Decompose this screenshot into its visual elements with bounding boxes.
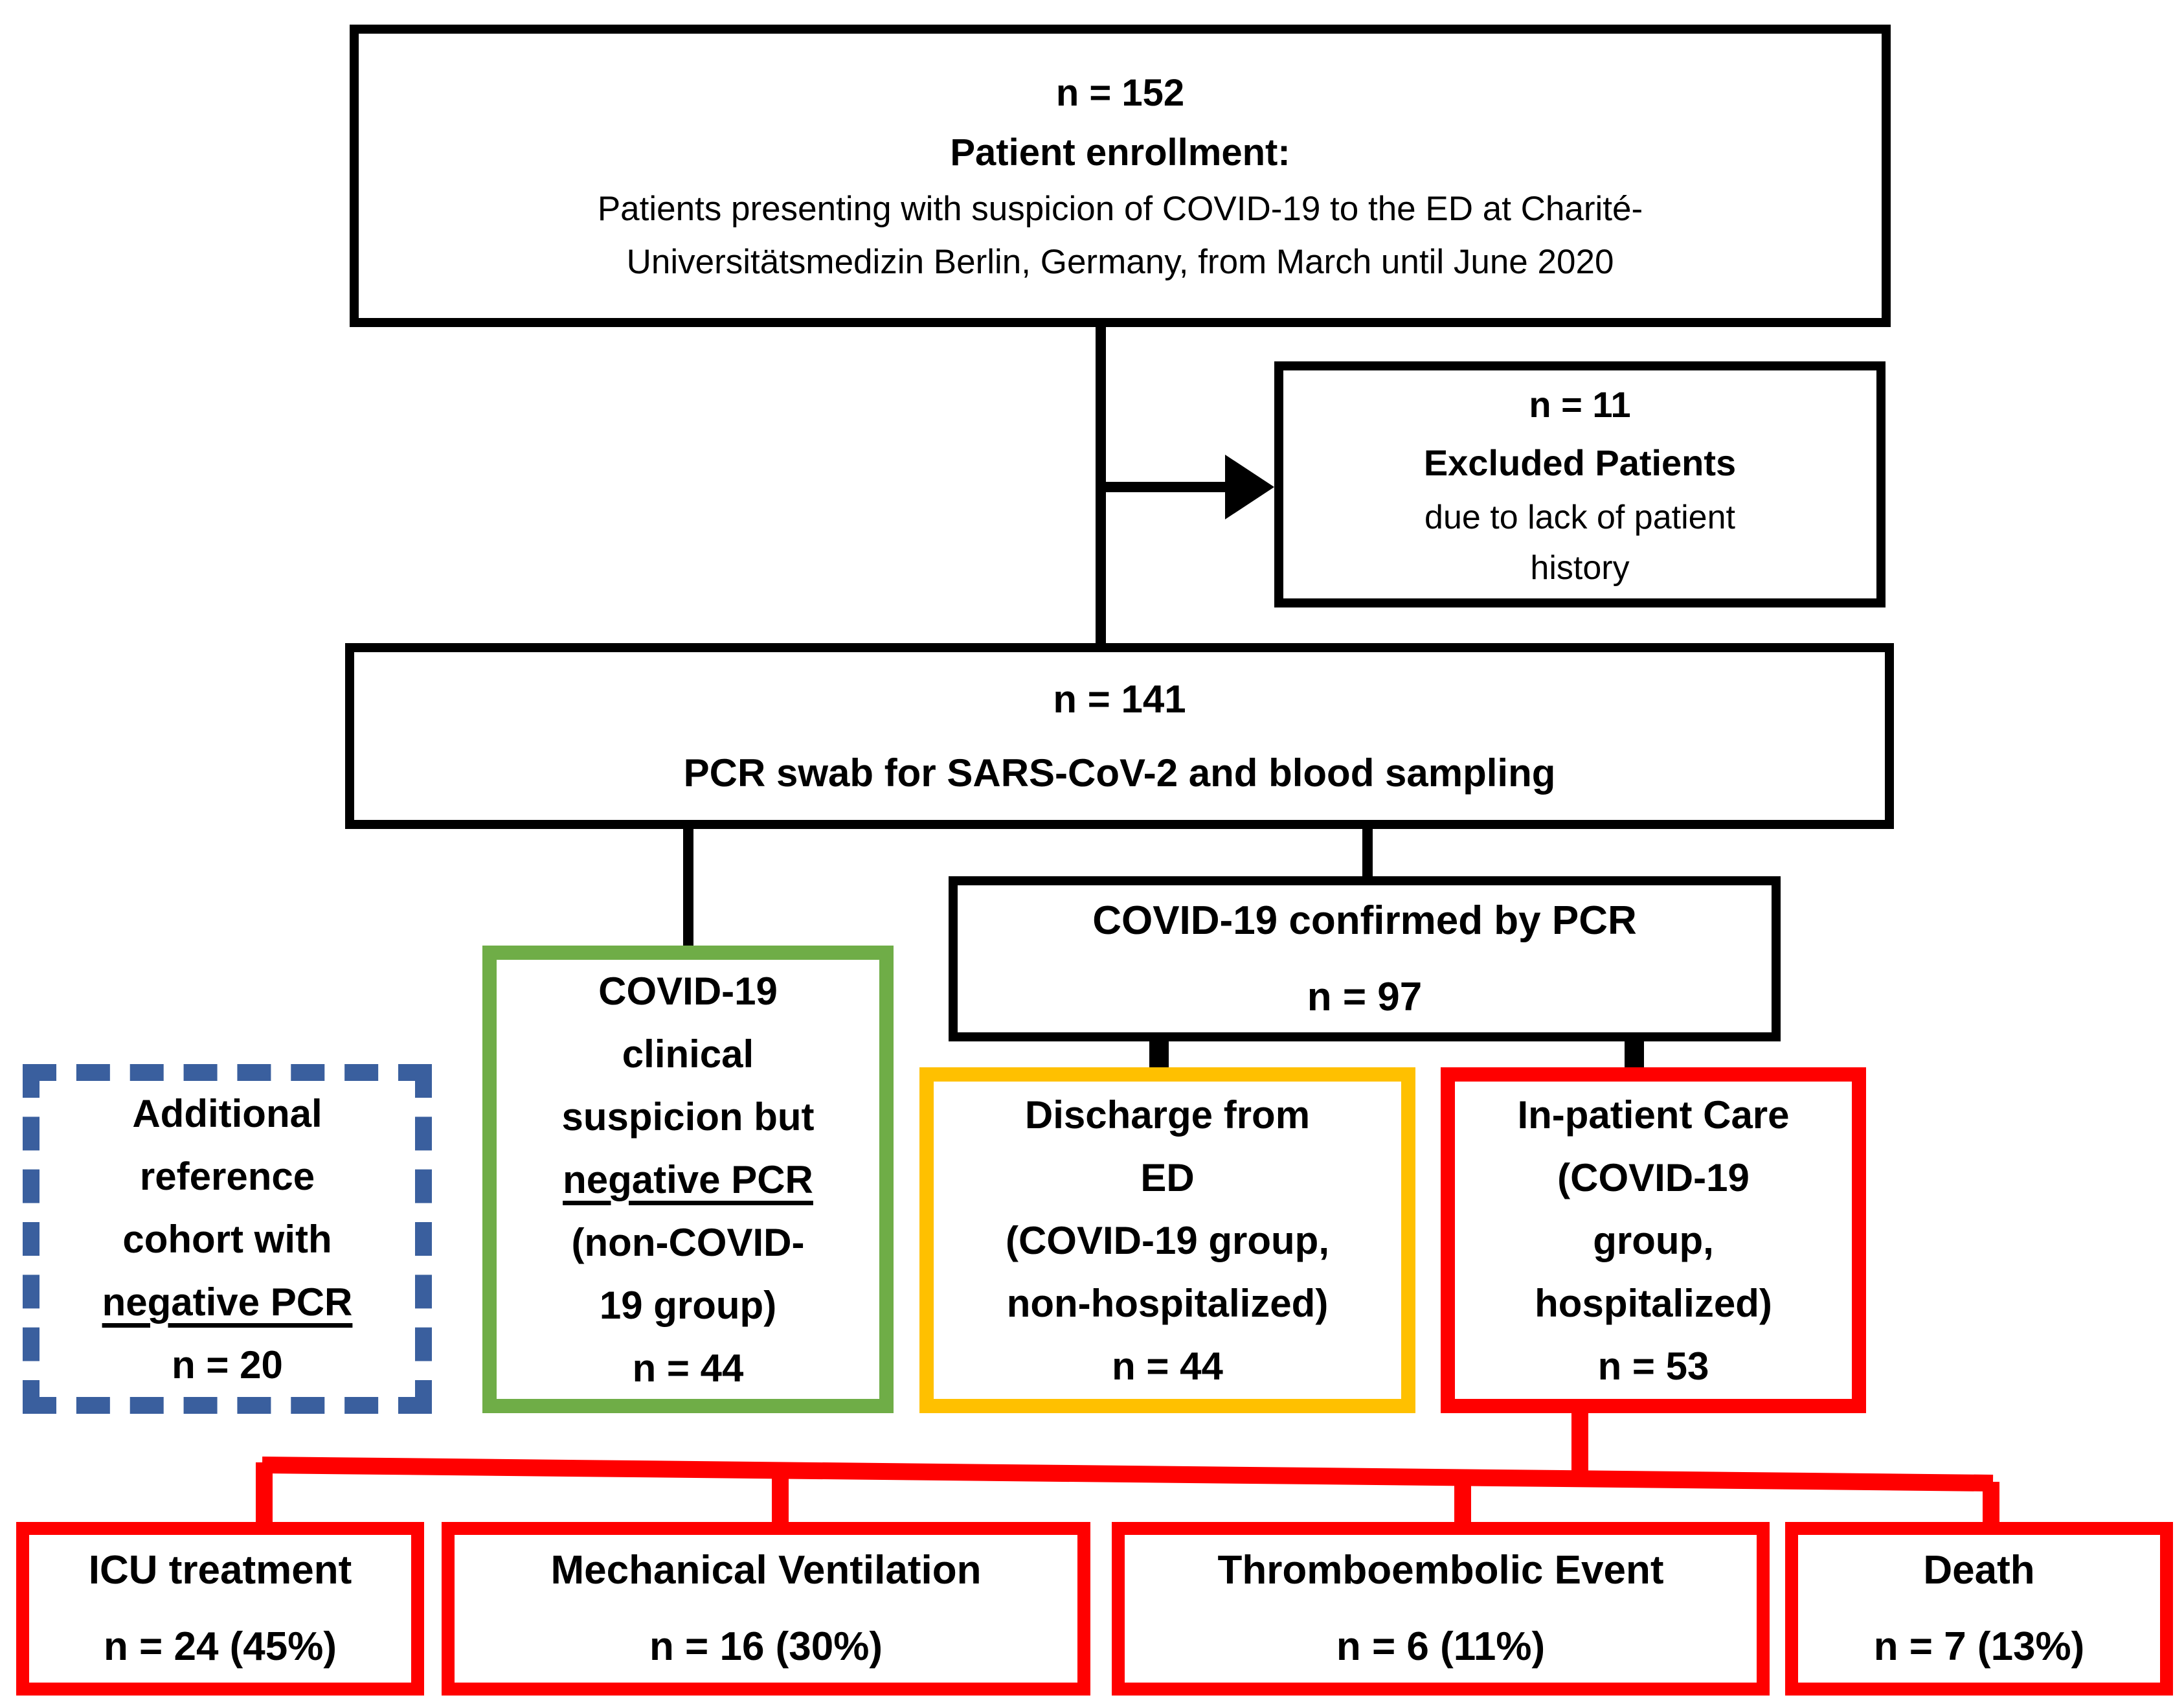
reference-line1: Additional: [132, 1091, 322, 1135]
inpatient-line2: (COVID-19: [1557, 1155, 1750, 1199]
enrollment-desc-line2: Universitätsmedizin Berlin, Germany, fro…: [626, 242, 1614, 281]
discharge-count: n = 44: [1112, 1344, 1223, 1388]
excluded-reason-line1: due to lack of patient: [1424, 499, 1735, 536]
discharge-line1: Discharge from: [1024, 1093, 1311, 1137]
box-covid-confirmed: COVID-19 confirmed by PCR n = 97: [949, 876, 1781, 1041]
covid-confirmed-count: n = 97: [1307, 974, 1423, 1019]
ventilation-count: n = 16 (30%): [649, 1624, 883, 1669]
box-pcr-swab: n = 141 PCR swab for SARS-CoV-2 and bloo…: [345, 643, 1894, 829]
inpatient-line3: group,: [1593, 1218, 1714, 1262]
non-covid-line4-underlined: negative PCR: [563, 1157, 813, 1201]
pcr-swab-count: n = 141: [1053, 677, 1186, 721]
death-count: n = 7 (13%): [1873, 1624, 2085, 1669]
non-covid-line6: 19 group): [599, 1283, 777, 1327]
box-reference-cohort: Additional reference cohort with negativ…: [23, 1064, 432, 1414]
non-covid-count: n = 44: [632, 1346, 744, 1390]
enrollment-count: n = 152: [1055, 71, 1185, 114]
covid-confirmed-title: COVID-19 confirmed by PCR: [1092, 898, 1637, 943]
excluded-reason-line2: history: [1530, 549, 1630, 587]
pcr-swab-title: PCR swab for SARS-CoV-2 and blood sampli…: [683, 751, 1556, 795]
reference-line3: cohort with: [122, 1217, 332, 1261]
inpatient-count: n = 53: [1597, 1344, 1709, 1388]
enrollment-desc-line1: Patients presenting with suspicion of CO…: [597, 189, 1643, 228]
icu-title: ICU treatment: [88, 1548, 352, 1593]
box-non-covid-group: COVID-19 clinical suspicion but negative…: [482, 946, 894, 1413]
discharge-line2: ED: [1140, 1155, 1195, 1199]
thromboembolic-count: n = 6 (11%): [1336, 1624, 1546, 1669]
excluded-count: n = 11: [1529, 384, 1631, 425]
discharge-line3: (COVID-19 group,: [1005, 1218, 1329, 1262]
thromboembolic-title: Thromboembolic Event: [1217, 1548, 1664, 1593]
inpatient-line1: In-patient Care: [1517, 1093, 1790, 1137]
excluded-title: Excluded Patients: [1423, 442, 1737, 483]
enrollment-title: Patient enrollment:: [950, 131, 1290, 174]
non-covid-line3: suspicion but: [561, 1095, 815, 1139]
non-covid-line1: COVID-19: [598, 969, 778, 1013]
death-title: Death: [1923, 1548, 2035, 1593]
non-covid-line5: (non-COVID-: [571, 1220, 805, 1264]
discharge-line4: non-hospitalized): [1006, 1281, 1329, 1325]
box-inpatient-care: In-patient Care (COVID-19 group, hospita…: [1441, 1067, 1866, 1413]
icu-count: n = 24 (45%): [103, 1624, 337, 1669]
box-icu-treatment: ICU treatment n = 24 (45%): [16, 1522, 424, 1696]
connector-outcomes-horizontal: [262, 1457, 1994, 1492]
reference-line4-underlined: negative PCR: [102, 1280, 353, 1324]
reference-line2: reference: [139, 1154, 315, 1198]
box-excluded-patients: n = 11 Excluded Patients due to lack of …: [1274, 361, 1886, 607]
box-mechanical-ventilation: Mechanical Ventilation n = 16 (30%): [442, 1522, 1090, 1696]
box-discharge-ed: Discharge from ED (COVID-19 group, non-h…: [919, 1067, 1415, 1413]
box-thromboembolic-event: Thromboembolic Event n = 6 (11%): [1112, 1522, 1770, 1696]
ventilation-title: Mechanical Ventilation: [550, 1548, 982, 1593]
box-patient-enrollment: n = 152 Patient enrollment: Patients pre…: [350, 25, 1891, 327]
box-death: Death n = 7 (13%): [1785, 1522, 2173, 1696]
reference-count: n = 20: [172, 1343, 283, 1387]
inpatient-line4: hospitalized): [1535, 1281, 1772, 1325]
arrowhead-right-icon: [1225, 455, 1274, 519]
non-covid-line2: clinical: [622, 1032, 754, 1076]
